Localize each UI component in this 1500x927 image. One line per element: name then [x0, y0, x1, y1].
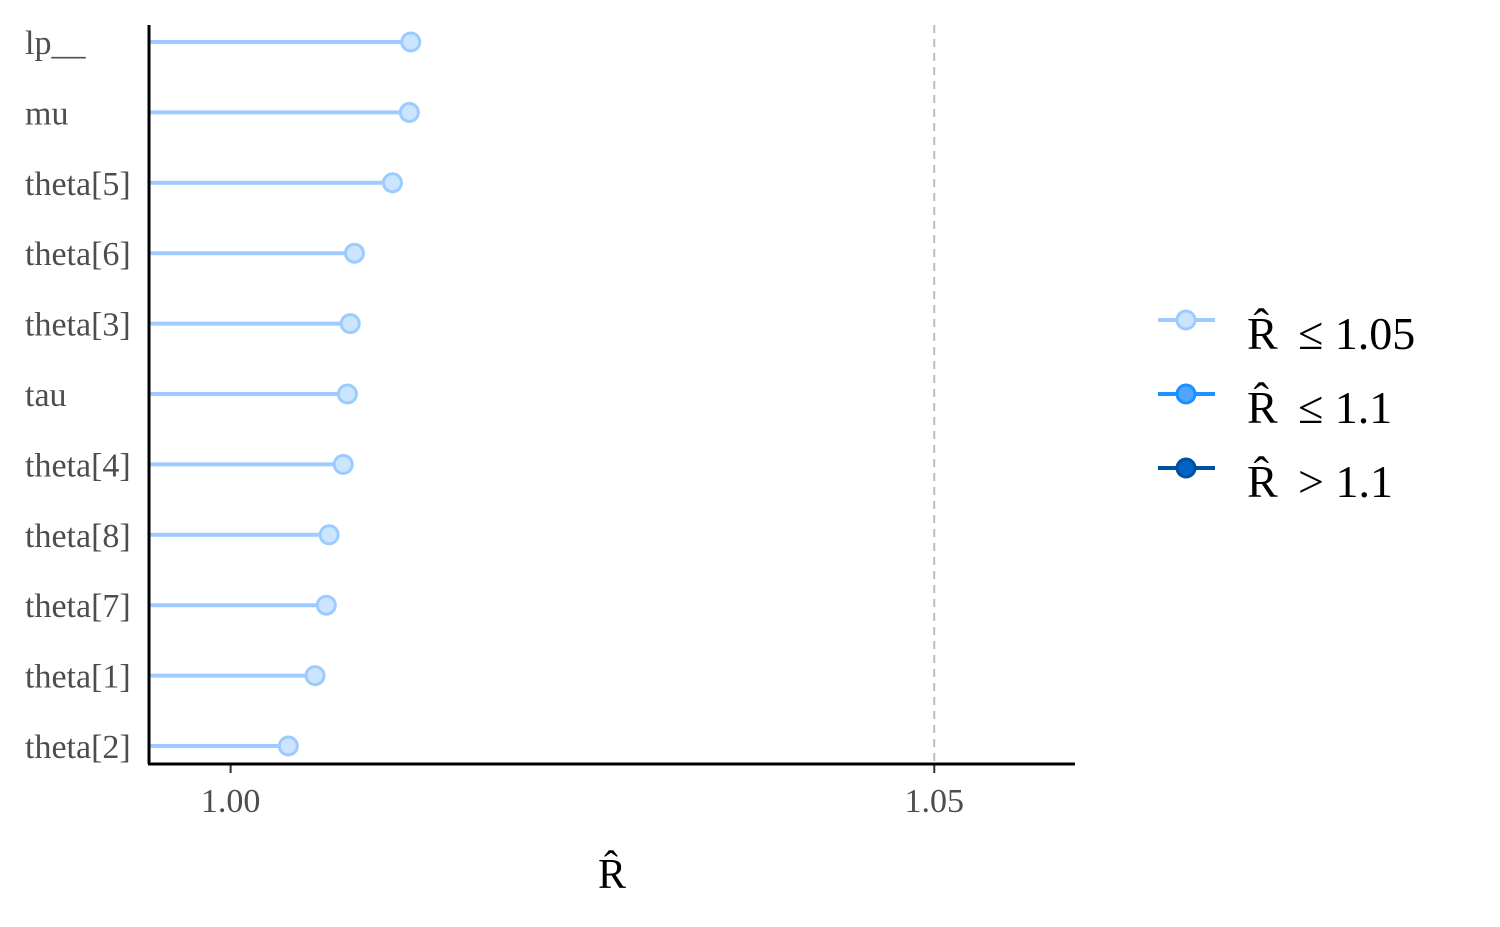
legend-label: > 1.1 — [1298, 456, 1393, 507]
x-axis-label: R̂ — [598, 850, 626, 898]
lollipop-point — [318, 524, 340, 546]
y-tick-label: mu — [25, 95, 68, 132]
x-tick-label: 1.05 — [905, 783, 965, 820]
lollipop-point — [277, 735, 299, 757]
y-tick-label: theta[1] — [25, 659, 131, 696]
y-tick-label: theta[7] — [25, 588, 131, 625]
legend-symbol: R̂ — [1247, 455, 1278, 507]
y-tick-label: theta[5] — [25, 166, 131, 203]
y-tick-label: theta[2] — [25, 729, 131, 766]
lollipop-point — [304, 665, 326, 687]
lollipop-point — [381, 172, 403, 194]
legend-symbol: R̂ — [1247, 381, 1278, 433]
y-tick-label: theta[6] — [25, 236, 131, 273]
legend-label: ≤ 1.05 — [1298, 308, 1415, 359]
lollipop-point — [336, 383, 358, 405]
legend-key-point — [1175, 457, 1197, 479]
lollipop-point — [343, 242, 365, 264]
legend-label: ≤ 1.1 — [1298, 382, 1392, 433]
legend-symbol: R̂ — [1247, 307, 1278, 359]
y-tick-label: theta[8] — [25, 518, 131, 555]
legend-key-point — [1175, 309, 1197, 331]
x-tick-label: 1.00 — [201, 783, 261, 820]
y-tick-label: theta[4] — [25, 447, 131, 484]
legend: R̂≤ 1.05R̂≤ 1.1R̂> 1.1 — [1158, 307, 1415, 507]
lollipop-point — [339, 313, 361, 335]
lollipop-point — [332, 453, 354, 475]
legend-key-point — [1175, 383, 1197, 405]
lollipop-point — [400, 31, 422, 53]
lollipop-point — [315, 594, 337, 616]
plot-marks: 1.00 1.05 lp__mu theta[5] theta[6] theta[3] ta… — [25, 25, 964, 820]
y-tick-label: lp__ — [25, 25, 86, 62]
lollipop-point — [398, 101, 420, 123]
y-tick-label: theta[3] — [25, 307, 131, 344]
y-tick-label: tau — [25, 377, 67, 414]
